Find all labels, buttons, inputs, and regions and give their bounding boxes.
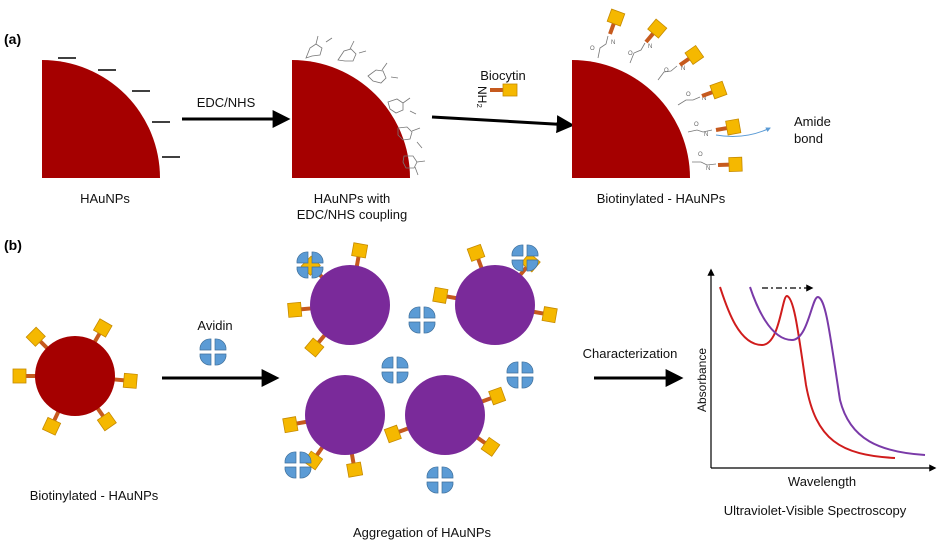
spectrum-caption: Ultraviolet-Visible Spectroscopy bbox=[724, 503, 907, 518]
spectrum-curve-red bbox=[719, 286, 896, 459]
biocytin-molecule-icon bbox=[490, 83, 518, 97]
nh2-group-label: NH₂ bbox=[475, 86, 489, 108]
svg-text:N: N bbox=[704, 132, 708, 138]
haunps-edc-label-line2: EDC/NHS coupling bbox=[297, 207, 408, 222]
biocytin-label: Biocytin bbox=[480, 68, 526, 83]
biotinylated-nanoparticle bbox=[12, 318, 138, 436]
biotinylated-haunps-label-b: Biotinylated - HAuNPs bbox=[30, 488, 159, 503]
svg-text:O: O bbox=[590, 46, 595, 52]
avidin-label: Avidin bbox=[197, 318, 232, 333]
arrow-biocytin bbox=[431, 115, 575, 134]
svg-text:O: O bbox=[628, 51, 633, 57]
amide-bond-label-line2: bond bbox=[794, 131, 823, 146]
panel-a-label: (a) bbox=[4, 31, 21, 47]
negative-charge-marks bbox=[58, 57, 180, 158]
svg-text:N: N bbox=[648, 44, 652, 50]
biotinylated-haunps-label-a: Biotinylated - HAuNPs bbox=[597, 191, 726, 206]
amide-bond-label-line1: Amide bbox=[794, 114, 831, 129]
characterization-label: Characterization bbox=[583, 346, 678, 361]
biotinylated-quarter-particle bbox=[572, 60, 690, 178]
svg-text:N: N bbox=[702, 96, 706, 102]
svg-text:N: N bbox=[706, 166, 710, 172]
haunps-label: HAuNPs bbox=[80, 191, 130, 206]
aggregation-label: Aggregation of HAuNPs bbox=[353, 525, 492, 540]
haunps-edc-label-line1: HAuNPs with bbox=[314, 191, 391, 206]
amide-bond-pointer bbox=[715, 127, 771, 137]
panel-b-label: (b) bbox=[4, 237, 22, 253]
nhs-ester-groups bbox=[305, 35, 426, 176]
haunp-quarter-particle bbox=[42, 60, 160, 178]
svg-text:N: N bbox=[681, 66, 685, 72]
avidin-icon bbox=[199, 338, 227, 366]
svg-text:O: O bbox=[698, 152, 703, 158]
svg-text:N: N bbox=[611, 40, 615, 46]
uv-vis-spectrum-plot bbox=[707, 268, 937, 472]
spectrum-curve-purple bbox=[749, 286, 926, 456]
activated-quarter-particle bbox=[292, 60, 410, 178]
svg-text:O: O bbox=[694, 122, 699, 128]
y-axis-label: Absorbance bbox=[695, 348, 709, 412]
edc-nhs-label: EDC/NHS bbox=[197, 95, 256, 110]
nanoparticle-aggregate bbox=[282, 242, 558, 478]
svg-text:O: O bbox=[664, 68, 669, 74]
amide-linked-biotins: O N O N O N O N O N O N bbox=[590, 8, 743, 173]
x-axis-label: Wavelength bbox=[788, 474, 856, 489]
svg-text:O: O bbox=[686, 92, 691, 98]
